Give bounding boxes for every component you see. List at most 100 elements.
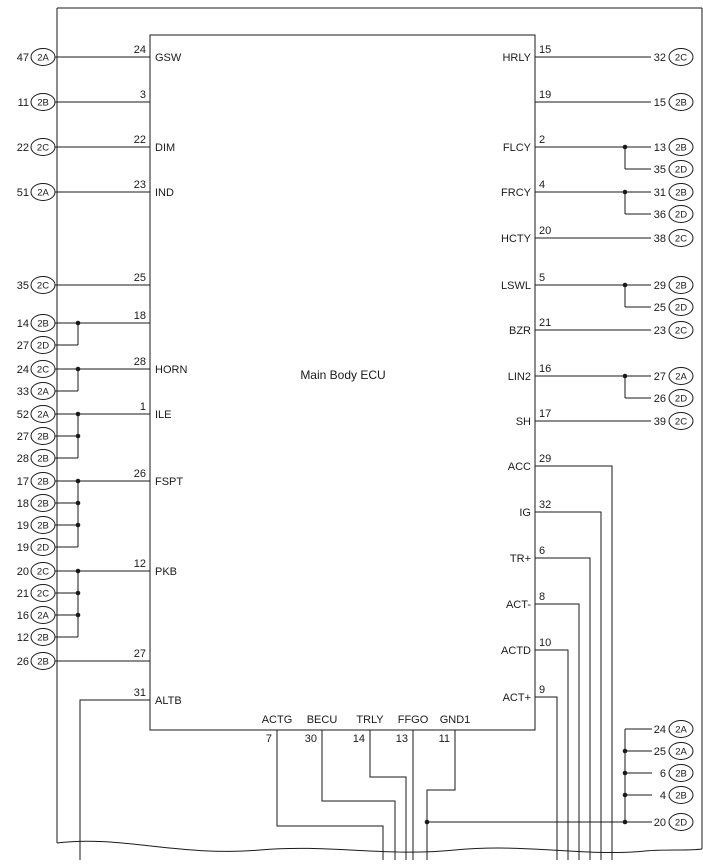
connector-oval [668, 764, 694, 782]
pin-wire [321, 730, 396, 860]
pin-wire [426, 730, 456, 860]
pin-number: 15 [539, 44, 551, 56]
connector-pin-number: 29 [654, 280, 666, 292]
connector-code: 2B [37, 521, 49, 532]
pin-name: ACC [508, 461, 531, 473]
pin-wire [535, 511, 602, 860]
pin-number: 19 [539, 89, 551, 101]
connector-pin-number: 26 [17, 656, 29, 668]
pin-number: 9 [539, 684, 545, 696]
junction-dot [75, 612, 81, 618]
pin-name: ACTD [501, 645, 531, 657]
connector-code: 2B [675, 791, 687, 802]
pin-wire [535, 696, 558, 860]
connector-code: 2B [37, 633, 49, 644]
pin-number: 32 [539, 499, 551, 511]
junction-dot [75, 433, 81, 439]
connector-oval [668, 813, 694, 831]
connector-code: 2B [37, 477, 49, 488]
junction-dot [75, 411, 81, 417]
connector-pin-number: 24 [17, 364, 29, 376]
junction-dot [622, 189, 628, 195]
pin-name: DIM [155, 142, 175, 154]
junction-dot [75, 366, 81, 372]
connector-code: 2B [675, 98, 687, 109]
connector-code: 2C [37, 281, 49, 292]
connector-code: 2B [37, 98, 49, 109]
junction-dot [424, 819, 430, 825]
connector-pin-number: 4 [660, 790, 666, 802]
connector-code: 2A [37, 188, 49, 199]
connector-code: 2B [37, 454, 49, 465]
connector-oval [30, 562, 56, 580]
connector-pin-number: 20 [654, 817, 666, 829]
connector-oval [668, 276, 694, 294]
pin-wire [369, 730, 407, 860]
pin-number: 30 [305, 733, 317, 745]
pin-wire [535, 465, 613, 860]
pin-name: ALTB [155, 695, 182, 707]
connector-pin-number: 20 [17, 566, 29, 578]
connector-pin-number: 6 [660, 768, 666, 780]
pin-number: 24 [134, 44, 146, 56]
pin-name: IG [519, 507, 531, 519]
connector-code: 2C [37, 143, 49, 154]
connector-pin-number: 35 [17, 280, 29, 292]
connector-pin-number: 12 [17, 632, 29, 644]
connector-pin-number: 26 [654, 393, 666, 405]
connector-oval [668, 93, 694, 111]
connector-pin-number: 35 [654, 164, 666, 176]
connector-code: 2D [37, 543, 49, 554]
junction-dot [75, 320, 81, 326]
ecu-title: Main Body ECU [300, 368, 385, 382]
connector-pin-number: 25 [654, 746, 666, 758]
connector-pin-number: 36 [654, 209, 666, 221]
pin-name: SH [516, 416, 531, 428]
pin-number: 1 [140, 401, 146, 413]
connector-code: 2D [675, 165, 687, 176]
pin-name: FFGO [398, 714, 429, 726]
pin-name: FRCY [501, 187, 532, 199]
connector-pin-number: 13 [654, 142, 666, 154]
connector-oval [30, 382, 56, 400]
connector-oval [668, 48, 694, 66]
pin-wire [535, 649, 569, 860]
pin-wire [535, 603, 580, 860]
connector-pin-number: 22 [17, 142, 29, 154]
connector-pin-number: 11 [18, 97, 29, 109]
connector-code: 2A [675, 747, 687, 758]
connector-code: 2A [37, 53, 49, 64]
pin-number: 31 [134, 687, 146, 699]
connector-code: 2B [37, 432, 49, 443]
pin-number: 21 [539, 317, 551, 329]
connector-oval [668, 229, 694, 247]
junction-dot [622, 144, 628, 150]
connector-pin-number: 19 [17, 520, 29, 532]
connector-code: 2A [675, 372, 687, 383]
connector-pin-number: 16 [17, 610, 29, 622]
connector-oval [668, 786, 694, 804]
connector-code: 2B [675, 281, 687, 292]
connector-oval [668, 298, 694, 316]
pin-name: GND1 [440, 714, 471, 726]
pin-name: TRLY [356, 714, 384, 726]
junction-dot [75, 500, 81, 506]
connector-code: 2D [675, 818, 687, 829]
connector-oval [30, 494, 56, 512]
connector-code: 2D [37, 341, 49, 352]
pin-number: 3 [140, 89, 146, 101]
junction-dot [622, 282, 628, 288]
pin-name: HORN [155, 364, 187, 376]
connector-pin-number: 39 [654, 416, 666, 428]
pin-number: 12 [134, 558, 146, 570]
connector-oval [30, 48, 56, 66]
connector-pin-number: 31 [654, 187, 666, 199]
ecu-box [149, 34, 536, 731]
connector-oval [30, 360, 56, 378]
connector-oval [30, 472, 56, 490]
pin-number: 14 [353, 733, 365, 745]
connector-pin-number: 21 [17, 588, 29, 600]
connector-oval [30, 138, 56, 156]
connector-code: 2C [675, 417, 687, 428]
connector-oval [668, 138, 694, 156]
